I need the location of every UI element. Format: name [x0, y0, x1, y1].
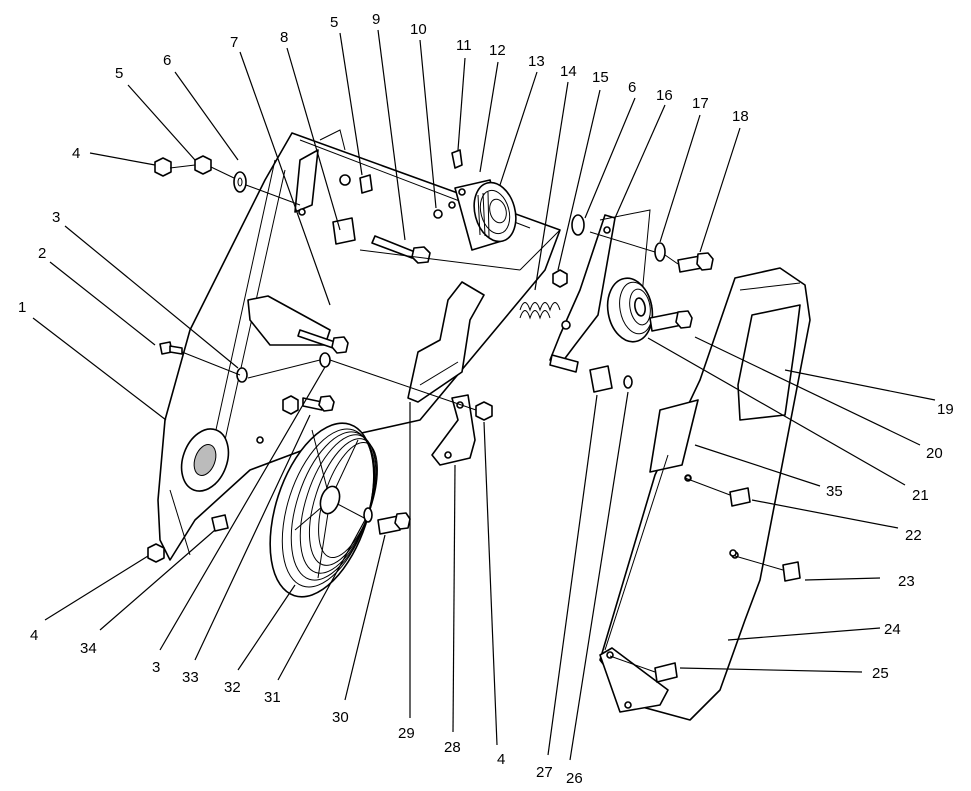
callout-26: 26 — [566, 770, 583, 787]
callout-6b: 6 — [628, 79, 636, 96]
callout-6a: 6 — [163, 52, 171, 69]
callout-20: 20 — [926, 445, 943, 462]
callout-12: 12 — [489, 42, 506, 59]
small-bracket — [431, 394, 476, 466]
callout-27: 27 — [536, 764, 553, 781]
callout-2: 2 — [38, 245, 46, 262]
callout-34: 34 — [80, 640, 97, 657]
callout-7: 7 — [230, 34, 238, 51]
idler-pulley — [606, 277, 654, 343]
callout-18: 18 — [732, 108, 749, 125]
callout-23: 23 — [898, 573, 915, 590]
callout-30: 30 — [332, 709, 349, 726]
callout-16: 16 — [656, 87, 673, 104]
callout-labels: 1 2 3 3 4 4 4 5 5 6 6 7 8 9 10 11 12 13 … — [18, 11, 954, 787]
callout-3b: 3 — [152, 659, 160, 676]
callout-25: 25 — [872, 665, 889, 682]
callout-5b: 5 — [330, 14, 338, 31]
callout-4c: 4 — [497, 751, 505, 768]
callout-33: 33 — [182, 669, 199, 686]
callout-9: 9 — [372, 11, 380, 28]
callout-24: 24 — [884, 621, 901, 638]
leader-lines — [32, 29, 936, 761]
callout-10: 10 — [410, 21, 427, 38]
center-plate — [407, 281, 485, 403]
callout-8: 8 — [280, 29, 288, 46]
callout-1: 1 — [18, 299, 26, 316]
callout-21: 21 — [912, 487, 929, 504]
callout-14: 14 — [560, 63, 577, 80]
callout-5a: 5 — [115, 65, 123, 82]
callout-31: 31 — [264, 689, 281, 706]
clutch-assembly — [448, 149, 517, 251]
callout-29: 29 — [398, 725, 415, 742]
hardware — [147, 155, 801, 683]
callout-19: 19 — [937, 401, 954, 418]
callout-13: 13 — [528, 53, 545, 70]
callout-11: 11 — [456, 37, 472, 54]
callout-3a: 3 — [52, 209, 60, 226]
callout-15: 15 — [592, 69, 609, 86]
callout-4b: 4 — [30, 627, 38, 644]
callout-35: 35 — [826, 483, 843, 500]
right-belt-cover — [599, 267, 811, 721]
callout-28: 28 — [444, 739, 461, 756]
explode-lines — [169, 164, 784, 673]
callout-32: 32 — [224, 679, 241, 696]
callout-17: 17 — [692, 95, 709, 112]
callout-4a: 4 — [72, 145, 80, 162]
callout-22: 22 — [905, 527, 922, 544]
